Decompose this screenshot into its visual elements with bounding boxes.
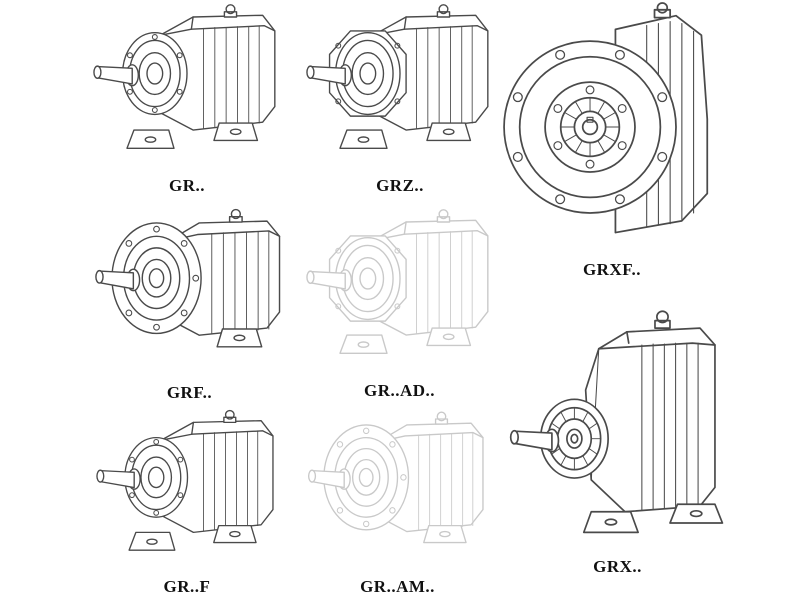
gearbox-grf2-drawing bbox=[90, 408, 285, 573]
model-label-grad: GR..AD.. bbox=[363, 381, 436, 400]
model-cell-grxf: GRXF.. bbox=[492, 2, 732, 280]
model-label-grf2: GR..F bbox=[163, 577, 211, 596]
gearbox-grx-drawing bbox=[505, 300, 730, 553]
model-label-grz: GRZ.. bbox=[376, 176, 424, 195]
model-cell-grf2: GR..F bbox=[82, 408, 292, 597]
gearbox-gr-drawing bbox=[87, 2, 287, 172]
model-cell-gr: GR.. bbox=[82, 2, 292, 196]
gearbox-grf-drawing bbox=[87, 205, 292, 379]
model-label-gram: GR..AM.. bbox=[360, 577, 435, 596]
model-cell-grz: GRZ.. bbox=[295, 2, 505, 196]
gearbox-grxf-drawing bbox=[500, 2, 725, 256]
gearbox-gram-drawing bbox=[300, 408, 495, 573]
gearbox-grad-drawing bbox=[300, 207, 500, 377]
model-cell-grad: GR..AD.. bbox=[292, 207, 507, 401]
model-cell-grf: GRF.. bbox=[82, 205, 297, 403]
model-label-gr: GR.. bbox=[169, 176, 205, 195]
model-label-grf: GRF.. bbox=[166, 383, 213, 402]
model-label-grx: GRX.. bbox=[593, 557, 642, 576]
model-cell-gram: GR..AM.. bbox=[290, 408, 505, 597]
model-label-grxf: GRXF.. bbox=[582, 260, 642, 279]
model-cell-grx: GRX.. bbox=[495, 300, 740, 577]
gearbox-grz-drawing bbox=[300, 2, 500, 172]
